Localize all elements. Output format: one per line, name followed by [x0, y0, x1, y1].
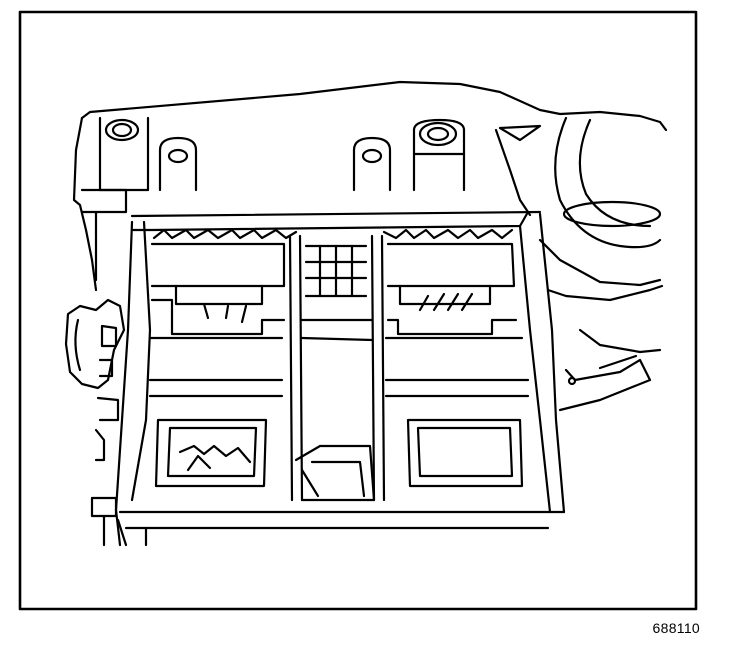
center-outlet [294, 444, 376, 502]
left-door-chamber [148, 242, 286, 398]
mounting-boss-center-right [352, 136, 392, 192]
evaporator-case [114, 210, 566, 547]
right-door-chamber [384, 242, 530, 398]
housing-left-edge [72, 116, 98, 292]
right-duct-housing [494, 116, 664, 412]
housing-top-outline [80, 80, 668, 132]
right-outlet-box [406, 418, 524, 488]
center-divider [288, 234, 386, 502]
figure-reference-number: 688110 [652, 620, 700, 636]
left-outlet-box [154, 418, 268, 488]
mounting-boss-left [98, 116, 150, 192]
vane-strip [152, 228, 514, 240]
figure-frame [18, 10, 698, 611]
mounting-boss-center-left [158, 136, 198, 192]
mounting-boss-right [412, 118, 466, 192]
left-side-connector [64, 188, 128, 547]
